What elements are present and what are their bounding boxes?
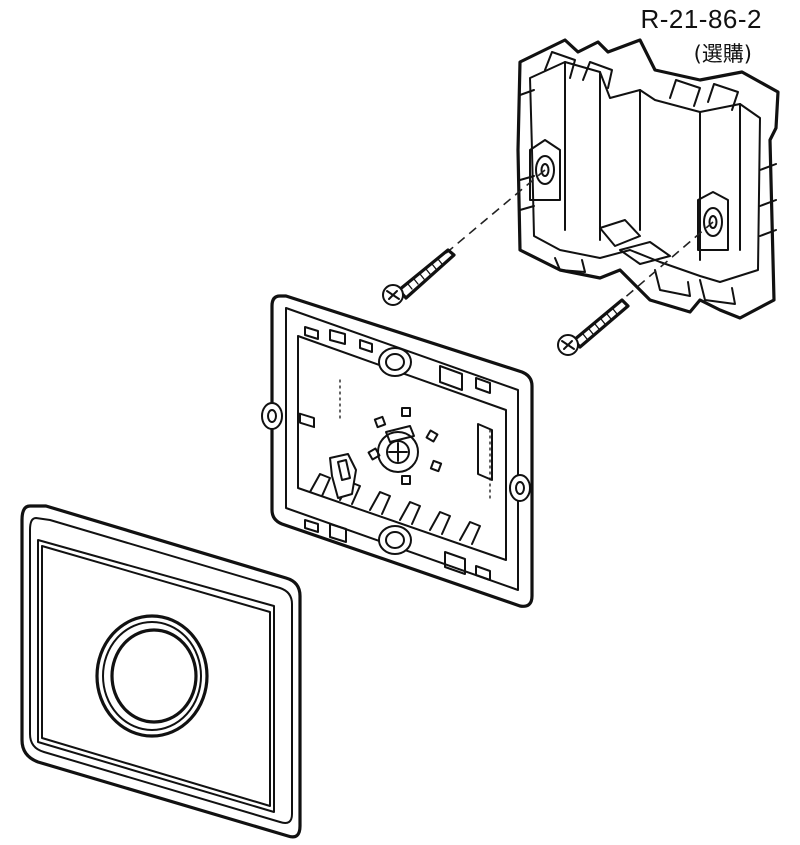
part-number-label: R-21-86-2 bbox=[640, 4, 762, 34]
mounting-frame bbox=[261, 294, 534, 608]
back-box bbox=[516, 38, 780, 320]
mounting-screw-right bbox=[557, 298, 630, 356]
optional-note-label: (選購) bbox=[693, 42, 752, 66]
cover-plate bbox=[20, 504, 302, 839]
alignment-line-right bbox=[614, 221, 714, 307]
mounting-screw-left bbox=[382, 248, 456, 306]
alignment-line-left bbox=[444, 169, 546, 255]
